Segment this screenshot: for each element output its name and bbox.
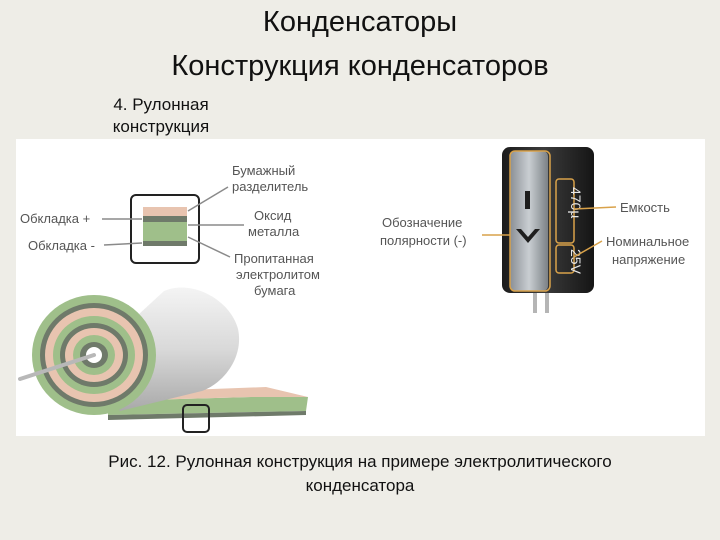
section-heading: 4. Рулонная конструкция xyxy=(96,94,226,138)
layer-oxide xyxy=(143,222,187,228)
label-capacity: Емкость xyxy=(620,200,670,215)
label-soaked-paper-1: Пропитанная xyxy=(234,251,314,266)
figure-caption-line-1: Рис. 12. Рулонная конструкция на примере… xyxy=(108,452,612,471)
layer-soaked-paper xyxy=(143,228,187,241)
capacitor-value-print: 470µ xyxy=(568,187,584,218)
capacity-highlight xyxy=(555,178,575,244)
arrow-voltage xyxy=(573,240,603,258)
figure-panel: Обкладка + Обкладка - Бумажный разделите… xyxy=(16,139,705,436)
electrolytic-capacitor: 470µ 25V Обозначение полярности (-) Емко… xyxy=(380,147,689,313)
layer-detail: Обкладка + Обкладка - Бумажный разделите… xyxy=(20,163,320,298)
arrow-plate-minus xyxy=(103,242,143,246)
label-paper-separator-2: разделитель xyxy=(232,179,308,194)
capacitor-polarity-stripe xyxy=(510,151,548,291)
zoom-frame xyxy=(182,404,210,433)
section-heading-line-1: 4. Рулонная xyxy=(113,95,209,114)
capacitor-voltage-print: 25V xyxy=(568,249,584,275)
polarity-dash xyxy=(525,191,530,209)
slide-subtitle: Конструкция конденсаторов xyxy=(171,50,549,82)
foil-strip-edge xyxy=(108,411,306,420)
capacitor-leg-right xyxy=(545,287,549,313)
arrow-paper-separator xyxy=(187,186,229,212)
label-paper-separator-1: Бумажный xyxy=(232,163,295,178)
label-plate-minus: Обкладка - xyxy=(28,238,95,253)
label-polarity-1: Обозначение xyxy=(382,215,462,230)
rolled-foil xyxy=(18,287,308,433)
layer-plate-minus xyxy=(143,241,187,246)
arrow-soaked-paper xyxy=(187,236,231,258)
polarity-highlight xyxy=(509,150,551,292)
capacitor-diagram: Обкладка + Обкладка - Бумажный разделите… xyxy=(18,147,689,433)
label-polarity-2: полярности (-) xyxy=(380,233,467,248)
layer-paper-separator xyxy=(143,207,187,216)
arrow-capacity xyxy=(573,206,617,210)
label-plate-plus: Обкладка + xyxy=(20,211,90,226)
section-heading-line-2: конструкция xyxy=(112,117,210,136)
voltage-highlight xyxy=(555,244,575,274)
label-soaked-paper-2: электролитом xyxy=(236,267,320,282)
label-voltage-2: напряжение xyxy=(612,252,685,267)
label-oxide-1: Оксид xyxy=(254,208,292,223)
label-oxide-2: металла xyxy=(248,224,300,239)
polarity-mark xyxy=(516,229,540,243)
label-voltage-1: Номинальное xyxy=(606,234,689,249)
roll-lead-wire xyxy=(18,353,96,381)
capacitor-leg-left xyxy=(533,287,537,313)
layer-plate-plus xyxy=(143,216,187,222)
figure-caption-line-2: конденсатора xyxy=(305,476,415,495)
slide-title: Конденсаторы xyxy=(262,6,458,38)
figure-caption: Рис. 12. Рулонная конструкция на примере… xyxy=(40,450,680,498)
label-soaked-paper-3: бумага xyxy=(254,283,296,298)
